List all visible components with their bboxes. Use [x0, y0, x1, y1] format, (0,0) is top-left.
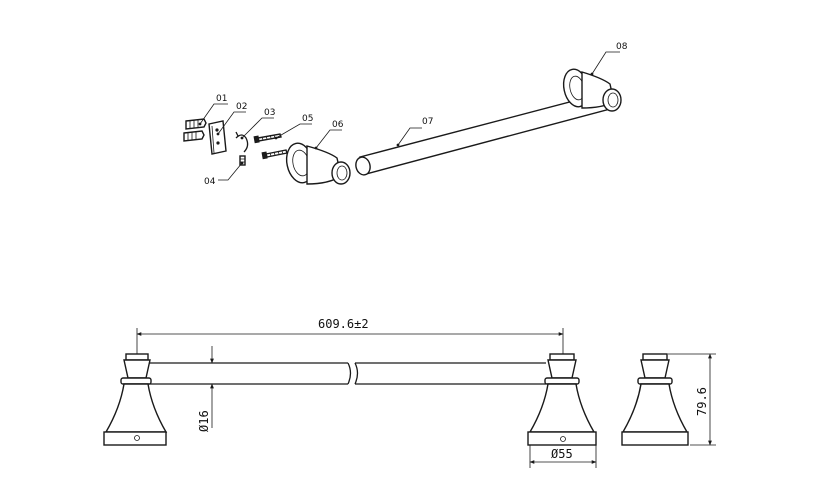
- exploded-view: 01 02 03 04 05 06 07 08: [183, 42, 628, 187]
- set-clip-part: [235, 131, 249, 153]
- callout-03: 03: [264, 108, 275, 118]
- right-post-part: [562, 68, 622, 112]
- height-dimension: 79.6: [668, 353, 716, 446]
- callout-08: 08: [616, 42, 628, 52]
- side-view-post: [621, 353, 689, 446]
- left-post-part: [285, 142, 351, 185]
- base-diameter-dimension: Ø55: [529, 445, 597, 468]
- callout-06: 06: [332, 120, 344, 130]
- front-view: 609.6±2 Ø16 Ø55 79.6: [103, 317, 716, 468]
- rod-diameter-dimension: Ø16: [197, 346, 214, 432]
- rod-break-left: [347, 362, 352, 385]
- rod-break-right: [354, 362, 359, 385]
- wall-screws-part: [253, 133, 288, 160]
- length-label: 609.6±2: [318, 317, 369, 331]
- front-left-post: [103, 353, 168, 446]
- callout-02: 02: [236, 102, 247, 112]
- rod-left-segment: [146, 362, 348, 385]
- callout-leaders: [198, 51, 620, 181]
- callout-01: 01: [216, 94, 227, 104]
- rod-right-segment: [355, 362, 546, 385]
- callout-07: 07: [422, 117, 433, 127]
- callout-05: 05: [302, 114, 313, 124]
- rod-diameter-label: Ø16: [197, 410, 211, 432]
- length-dimension: 609.6±2: [136, 317, 564, 354]
- base-diameter-label: Ø55: [551, 447, 573, 461]
- wall-anchors-part: [183, 118, 207, 142]
- towel-rod-part: [355, 92, 611, 176]
- front-right-post: [527, 353, 597, 446]
- height-label: 79.6: [695, 387, 709, 416]
- callout-04: 04: [204, 177, 216, 187]
